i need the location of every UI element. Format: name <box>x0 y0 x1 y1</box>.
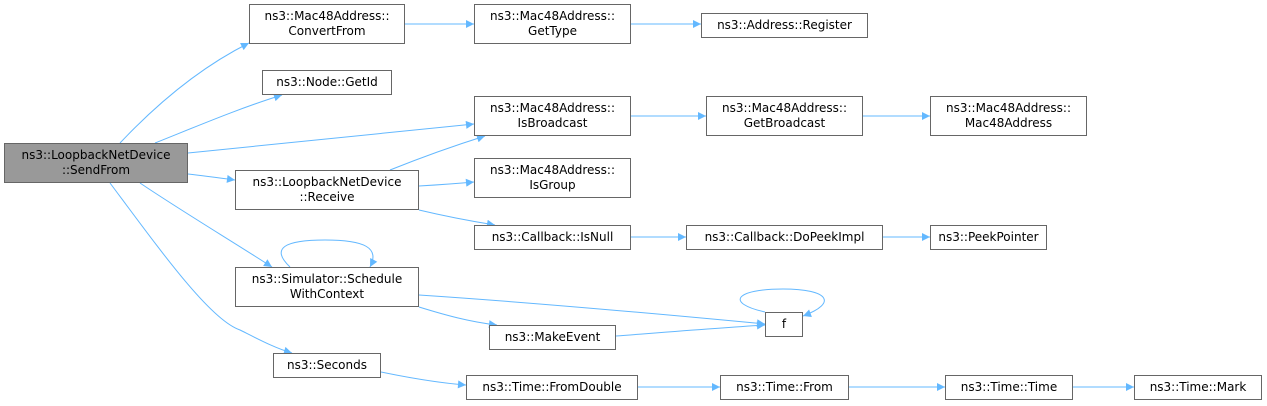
edge-root-to-getId <box>154 93 283 144</box>
edge-root-to-scheduleWithCtx <box>139 182 273 268</box>
edge-receive-to-isGroup <box>418 178 475 187</box>
node-mac48-isgroup[interactable]: ns3::Mac48Address:: IsGroup <box>474 158 631 198</box>
node-label-line: ns3::Mac48Address:: <box>489 101 616 115</box>
node-callback-isnull[interactable]: ns3::Callback::IsNull <box>474 225 631 250</box>
node-label-line: GetType <box>528 24 577 38</box>
node-seconds[interactable]: ns3::Seconds <box>273 353 381 378</box>
node-label-line: ns3::Address::Register <box>717 18 852 32</box>
node-label-line: WithContext <box>289 287 365 301</box>
node-label-line: ns3::LoopbackNetDevice <box>21 148 171 162</box>
node-mac48-gettype[interactable]: ns3::Mac48Address:: GetType <box>474 4 631 44</box>
node-time-fromdouble[interactable]: ns3::Time::FromDouble <box>466 375 638 400</box>
node-label-line: ns3::Mac48Address:: <box>489 163 616 177</box>
node-label-line: ns3::Mac48Address:: <box>489 9 616 23</box>
node-root-sendfrom: ns3::LoopbackNetDevice ::SendFrom <box>4 143 188 183</box>
node-label-line: ns3::Time::From <box>736 380 833 394</box>
edge-f-to-f <box>739 288 825 317</box>
node-makeevent[interactable]: ns3::MakeEvent <box>489 325 616 350</box>
node-time-time[interactable]: ns3::Time::Time <box>945 375 1073 400</box>
node-time-from[interactable]: ns3::Time::From <box>720 375 849 400</box>
node-peekpointer[interactable]: ns3::PeekPointer <box>930 225 1047 250</box>
node-label-line: IsGroup <box>529 178 576 192</box>
node-simulator-schedulewithcontext[interactable]: ns3::Simulator::Schedule WithContext <box>235 267 419 307</box>
node-f[interactable]: f <box>765 312 803 337</box>
node-label-line: ns3::Time::Mark <box>1149 380 1247 394</box>
node-node-getid[interactable]: ns3::Node::GetId <box>262 70 392 95</box>
edge-receive-to-isNull <box>418 209 496 228</box>
node-label-line: ns3::Node::GetId <box>276 75 378 89</box>
node-label-line: ::Receive <box>299 190 355 204</box>
node-label-line: ns3::Mac48Address:: <box>945 101 1072 115</box>
node-label-line: ns3::LoopbackNetDevice <box>252 175 402 189</box>
node-label-line: ns3::Callback::IsNull <box>491 230 614 244</box>
node-mac48-mac48address[interactable]: ns3::Mac48Address:: Mac48Address <box>930 96 1087 136</box>
node-label-line: ns3::Mac48Address:: <box>721 101 848 115</box>
node-loopback-receive[interactable]: ns3::LoopbackNetDevice ::Receive <box>235 170 419 210</box>
node-label-line: ns3::Simulator::Schedule <box>251 272 403 286</box>
edge-seconds-to-fromDouble <box>380 371 467 389</box>
node-label-line: ns3::Time::FromDouble <box>482 380 622 394</box>
node-address-register[interactable]: ns3::Address::Register <box>701 13 868 38</box>
node-label-line: ns3::MakeEvent <box>504 330 601 344</box>
edge-scheduleWithCtx-to-f <box>418 294 766 328</box>
node-time-mark[interactable]: ns3::Time::Mark <box>1134 375 1262 400</box>
edge-scheduleWithCtx-to-scheduleWithCtx <box>280 239 378 268</box>
edge-root-to-isBroadcast <box>187 120 475 154</box>
node-label-line: ConvertFrom <box>288 24 366 38</box>
node-label-line: ns3::Mac48Address:: <box>264 9 390 23</box>
node-label-line: f <box>781 317 787 331</box>
node-mac48-isbroadcast[interactable]: ns3::Mac48Address:: IsBroadcast <box>474 96 631 136</box>
node-label-line: ns3::PeekPointer <box>938 230 1039 244</box>
node-mac48-convertfrom[interactable]: ns3::Mac48Address:: ConvertFrom <box>249 4 405 44</box>
node-label-line: Mac48Address <box>964 116 1053 130</box>
edge-scheduleWithCtx-to-makeEvent <box>418 306 498 329</box>
node-label-line: IsBroadcast <box>517 116 588 130</box>
node-label-line: ns3::Callback::DoPeekImpl <box>704 230 865 244</box>
edge-makeEvent-to-f <box>615 321 766 337</box>
edge-root-to-receive <box>187 173 236 183</box>
node-mac48-getbroadcast[interactable]: ns3::Mac48Address:: GetBroadcast <box>706 96 863 136</box>
node-label-line: ns3::Seconds <box>287 358 367 372</box>
node-label-line: GetBroadcast <box>743 116 826 130</box>
node-label-line: ns3::Time::Time <box>960 380 1058 394</box>
node-label-line: ::SendFrom <box>61 163 131 177</box>
edge-root-to-convertFrom <box>119 42 250 144</box>
edge-receive-to-isBroadcast <box>389 134 486 171</box>
node-callback-dopeekimpl[interactable]: ns3::Callback::DoPeekImpl <box>686 225 883 250</box>
edge-root-to-seconds <box>109 182 293 355</box>
